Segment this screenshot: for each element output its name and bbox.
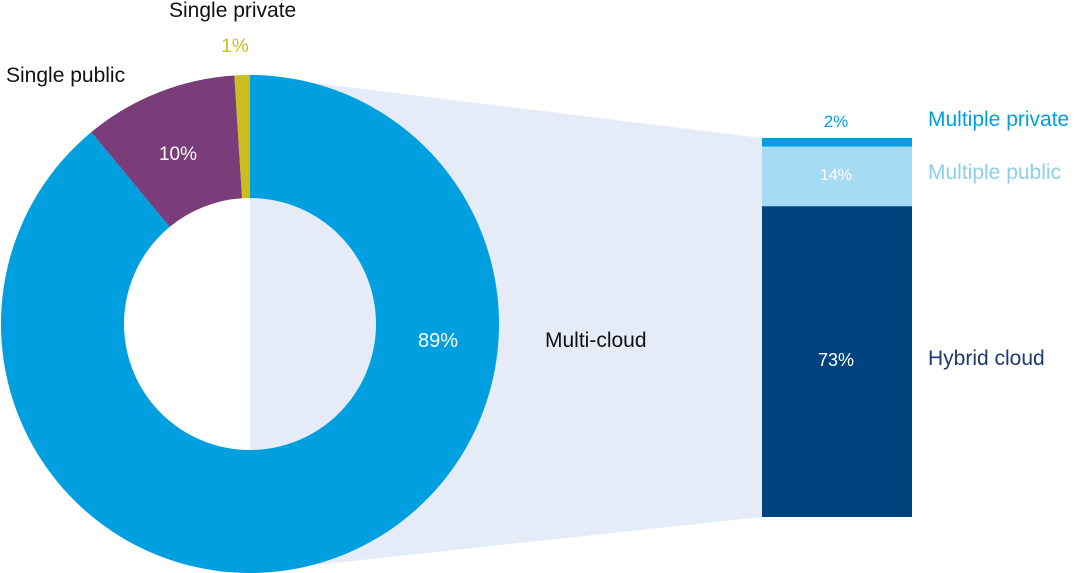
label-multiple-public: Multiple public <box>928 161 1061 184</box>
bar-segment-hybrid-cloud <box>762 206 912 517</box>
bar-segment-multiple-public <box>762 146 912 207</box>
donut-chart <box>0 75 499 573</box>
value-single-private: 1% <box>221 36 249 57</box>
label-single-private: Single private <box>169 0 296 22</box>
donut-slice-single-public <box>91 75 243 227</box>
bar-segment-multiple-private <box>762 138 912 147</box>
value-multiple-private: 2% <box>824 112 849 131</box>
label-multi-cloud: Multi-cloud <box>545 329 647 352</box>
label-multiple-private: Multiple private <box>928 108 1069 131</box>
donut-slice-single-private <box>234 75 250 199</box>
value-single-public: 10% <box>159 144 197 165</box>
value-multiple-public: 14% <box>820 167 852 184</box>
label-single-public: Single public <box>6 64 125 87</box>
value-multi-cloud: 89% <box>418 330 458 352</box>
label-hybrid-cloud: Hybrid cloud <box>928 347 1045 370</box>
donut-slice-multi-cloud <box>0 75 499 573</box>
stacked-bar-chart <box>762 138 912 517</box>
value-hybrid-cloud: 73% <box>818 350 854 370</box>
